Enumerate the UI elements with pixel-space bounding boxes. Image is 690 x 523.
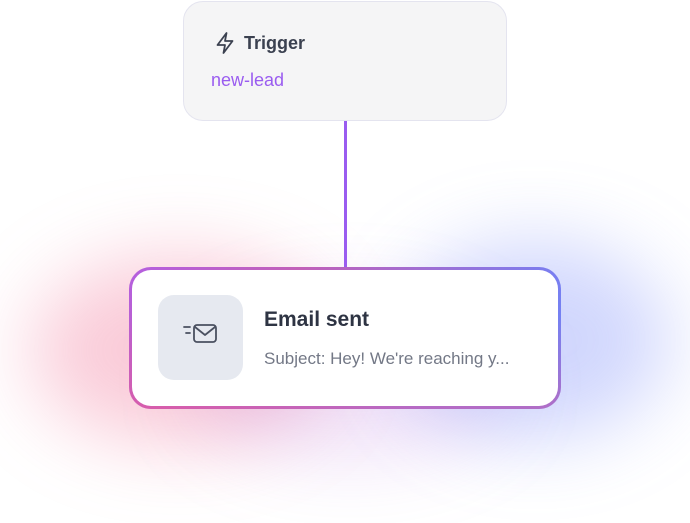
trigger-value: new-lead (211, 70, 285, 90)
trigger-header: Trigger (214, 31, 305, 55)
email-sent-node[interactable]: Email sent Subject: Hey! We're reaching … (129, 267, 561, 409)
email-sent-icon (182, 322, 220, 353)
email-icon-box (158, 295, 243, 380)
email-subject: Subject: Hey! We're reaching y... (264, 349, 510, 368)
connector-line (344, 121, 347, 269)
email-title: Email sent (264, 308, 370, 331)
email-card-body: Email sent Subject: Hey! We're reaching … (132, 270, 558, 406)
trigger-title: Trigger (244, 32, 306, 53)
lightning-icon (214, 31, 236, 55)
trigger-node[interactable]: Trigger new-lead (183, 1, 507, 121)
